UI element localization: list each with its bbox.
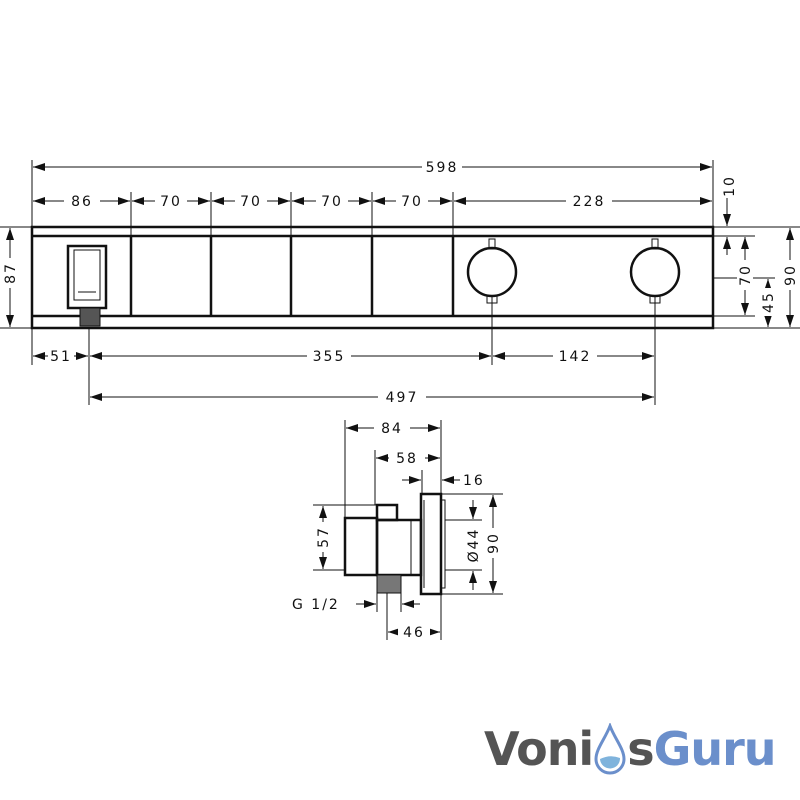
dim-top-offset: 10 <box>722 175 738 197</box>
dim-thread-to-plate: 46 <box>403 625 425 641</box>
dim-inner-height: 70 <box>738 264 754 286</box>
voniosguru-logo: Voni s Guru <box>484 722 777 776</box>
mid-body <box>375 518 423 577</box>
front-view: 598 86 70 70 70 70 228 87 10 70 45 90 51 <box>0 158 800 406</box>
dim-height-left: 87 <box>3 262 19 284</box>
thread-connector <box>376 574 402 594</box>
hose-outlet-icon <box>66 244 108 327</box>
dim-outlet-to-knob: 355 <box>313 349 346 365</box>
dim-knob-diameter: Ø44 <box>466 528 482 563</box>
front-dimension-labels: 598 86 70 70 70 70 228 87 10 70 45 90 51 <box>2 158 799 406</box>
dim-segment-4: 70 <box>321 194 343 210</box>
dim-segment-1: 86 <box>71 194 93 210</box>
button-dividers <box>129 236 455 316</box>
logo-text-voni: Voni <box>484 722 594 776</box>
dim-knob-height: 45 <box>761 291 777 313</box>
dim-segment-5: 70 <box>401 194 423 210</box>
dim-body-height: 57 <box>316 526 332 548</box>
dim-segment-3: 70 <box>240 194 262 210</box>
water-drop-icon <box>594 723 626 775</box>
logo-text-guru: Guru <box>653 722 777 776</box>
dim-plate-thickness: 16 <box>463 473 485 489</box>
dim-segment-2: 70 <box>160 194 182 210</box>
logo-text-s: s <box>627 722 654 776</box>
dim-segment-6: 228 <box>573 194 606 210</box>
dim-outlet-to-knob2: 497 <box>386 390 419 406</box>
top-bump <box>375 503 399 522</box>
thermostat-knob-1 <box>466 238 518 304</box>
side-extension-lines <box>313 420 503 640</box>
dim-depth-body: 58 <box>396 451 418 467</box>
dim-overall-height: 90 <box>783 264 799 286</box>
dim-plate-height: 90 <box>486 532 502 554</box>
side-dimension-labels: 84 58 16 57 Ø44 90 G 1/2 46 <box>292 419 502 641</box>
rear-body <box>343 516 379 577</box>
dim-outlet-offset: 51 <box>50 349 72 365</box>
dim-thread: G 1/2 <box>292 597 340 613</box>
dim-depth-total: 84 <box>381 421 403 437</box>
dim-knob-spacing: 142 <box>559 349 592 365</box>
extension-lines <box>0 160 800 405</box>
thermostat-knob-2 <box>629 238 681 304</box>
dim-overall-width: 598 <box>426 160 459 176</box>
side-view: 84 58 16 57 Ø44 90 G 1/2 46 <box>292 419 503 641</box>
